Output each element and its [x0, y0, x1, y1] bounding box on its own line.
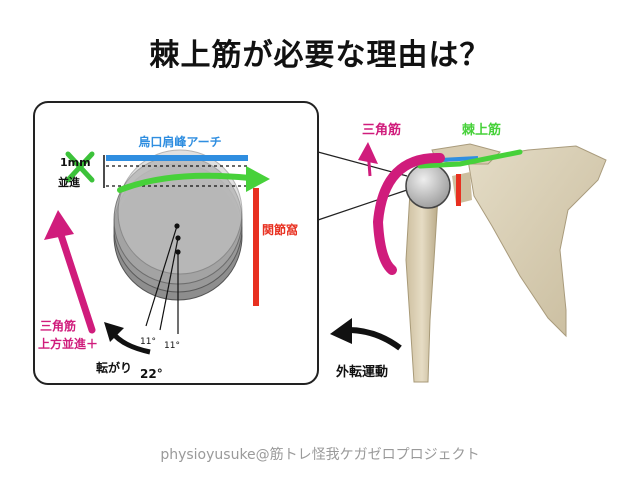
supraspinatus-label: 棘上筋: [462, 122, 501, 138]
coracoacromial-arch-bar: [106, 155, 248, 161]
deltoid-arrow-inset: [56, 228, 96, 334]
deltoid-arrowhead-inset: [44, 210, 74, 240]
deltoid-arrow-small: [366, 149, 372, 177]
roll-arrowhead-black: [104, 322, 124, 342]
glenoid-label: 関節窩: [262, 222, 298, 237]
footer-credit: physioyusuke@筋トレ怪我ケガゼロプロジェクト: [160, 447, 480, 463]
rotation-angle-lines: [145, 225, 179, 334]
scapula: [467, 145, 607, 338]
cross-icon: [65, 151, 95, 183]
abduction-arrow: [347, 327, 402, 351]
glenoid-region: [452, 172, 472, 204]
roll-value: 22°: [140, 367, 163, 381]
glenoid-bar: [253, 188, 259, 306]
roll-label: 転がり: [96, 360, 132, 375]
zoom-connector-bottom: [317, 189, 408, 221]
center-points: [174, 223, 181, 255]
translation-label-heinshin: 並進: [58, 175, 81, 189]
translation-label-1mm: 1mm: [60, 156, 91, 169]
supraspinatus-muscle: [417, 149, 523, 169]
page-title: 棘上筋が必要な理由は？: [149, 38, 491, 73]
abduction-arrowhead: [330, 318, 352, 344]
humerus-shaft: [405, 191, 439, 383]
humeral-head: [405, 163, 451, 209]
arch-mini: [439, 156, 479, 162]
deltoid-muscle: [372, 152, 445, 275]
deltoid-label: 三角筋: [362, 122, 401, 138]
roll-arrow-green: [117, 172, 253, 193]
arch-label: 烏口肩峰アーチ: [138, 134, 221, 149]
angle-left-label: 11°: [140, 337, 156, 347]
roll-arrowhead-green: [246, 166, 270, 192]
deltoid-label-inset: 三角筋: [40, 318, 76, 333]
angle-right-label: 11°: [164, 341, 180, 351]
deltoid-translation-label: 上方並進＋: [38, 336, 98, 351]
abduction-label: 外転運動: [335, 364, 388, 380]
glenoid-mini: [456, 174, 461, 206]
